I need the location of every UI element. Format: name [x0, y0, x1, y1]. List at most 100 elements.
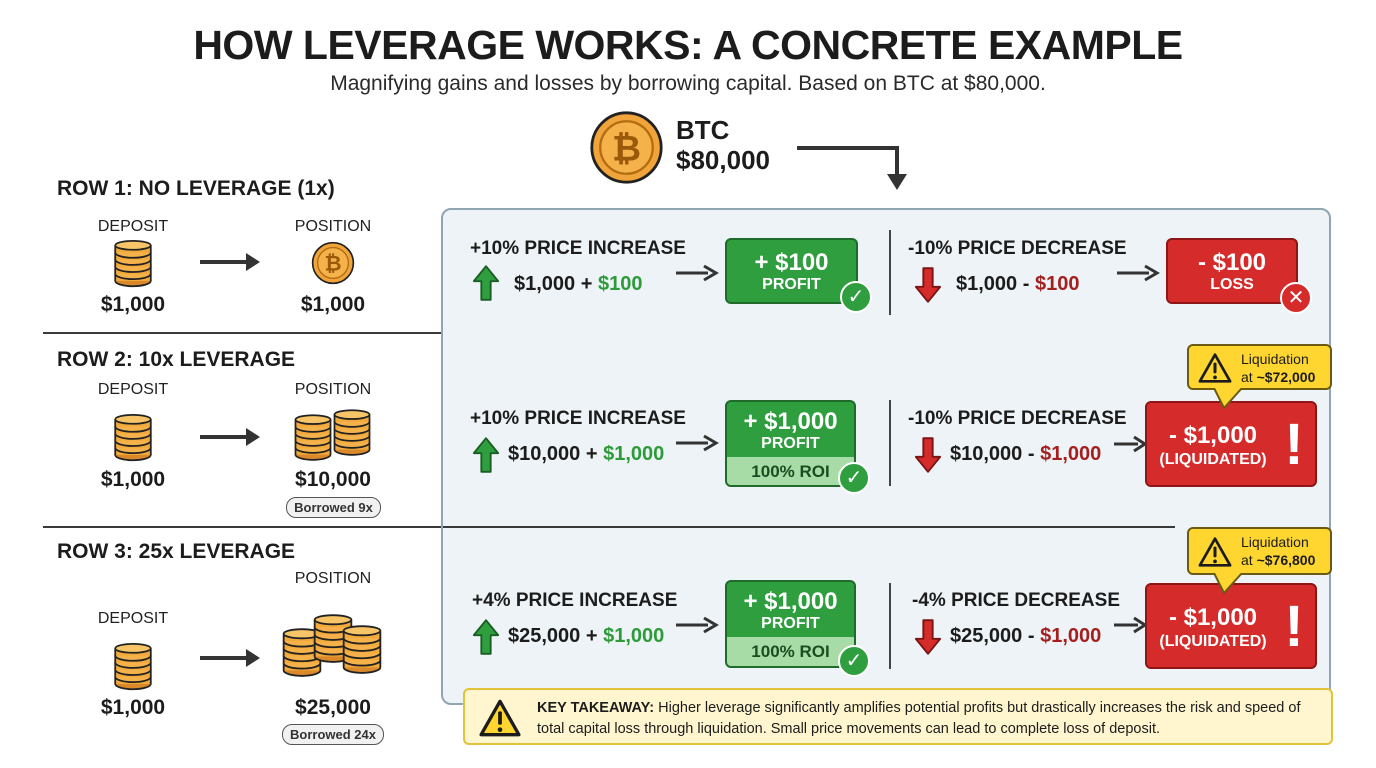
row1-arrow	[200, 253, 260, 271]
exclamation-icon: !	[1284, 594, 1304, 659]
row1-position-label: POSITION	[294, 218, 372, 235]
row3-arrow	[200, 649, 260, 667]
callout-tail	[1213, 388, 1243, 410]
coin-stack-icon	[340, 610, 384, 690]
panel-divider	[889, 230, 891, 315]
row3-up-arrow	[676, 616, 719, 634]
row1-title: ROW 1: NO LEVERAGE (1x)	[57, 177, 335, 200]
key-takeaway-box: KEY TAKEAWAY: Higher leverage significan…	[463, 688, 1333, 745]
row3-deposit-value: $1,000	[100, 696, 166, 719]
exclamation-icon: !	[1284, 412, 1304, 477]
row2-deposit-label: DEPOSIT	[97, 381, 169, 398]
row1-profit-amount: + $100	[754, 249, 829, 276]
row3-liquidated-box: - $1,000 (LIQUIDATED) !	[1145, 583, 1317, 669]
btc-connector-arrow	[797, 146, 907, 190]
row2-title: ROW 2: 10x LEVERAGE	[57, 348, 296, 371]
row3-down-title: -4% PRICE DECREASE	[912, 590, 1120, 611]
coin-stack-icon	[110, 643, 156, 691]
row3-down-calc: $25,000 - $1,000	[950, 625, 1102, 647]
row1-down-title: -10% PRICE DECREASE	[908, 238, 1127, 259]
liquidation-price: ~$72,000	[1256, 368, 1316, 385]
row2-liquidated-box: - $1,000 (LIQUIDATED) !	[1145, 401, 1317, 487]
row2-down-title: -10% PRICE DECREASE	[908, 408, 1127, 429]
row1-down-arrow	[1117, 264, 1160, 282]
row2-position-label: POSITION	[294, 381, 372, 398]
row3-borrowed-badge: Borrowed 24x	[282, 724, 384, 745]
cross-icon: ✕	[1280, 282, 1312, 314]
row-divider	[443, 526, 1175, 528]
liquidation-at: at	[1241, 551, 1253, 568]
warning-icon	[477, 698, 523, 738]
red-down-arrow-icon	[914, 618, 942, 656]
row1-profit-box: + $100 PROFIT	[725, 238, 858, 304]
row3-down-arrow	[1114, 616, 1148, 634]
row2-down-calc: $10,000 - $1,000	[950, 443, 1102, 465]
row2-down-arrow	[1114, 435, 1148, 453]
row3-loss-label: (LIQUIDATED)	[1159, 633, 1267, 650]
green-up-arrow-icon	[472, 436, 500, 474]
row2-up-arrow	[676, 434, 719, 452]
liquidation-label: Liquidation	[1241, 534, 1309, 550]
check-icon: ✓	[838, 645, 870, 677]
page-subtitle: Magnifying gains and losses by borrowing…	[330, 72, 1046, 95]
row3-position-label: POSITION	[294, 570, 372, 587]
row2-borrowed-badge: Borrowed 9x	[286, 497, 381, 518]
green-up-arrow-icon	[472, 264, 500, 302]
row2-loss-amount: - $1,000	[1168, 422, 1258, 449]
row3-roi: 100% ROI	[727, 636, 854, 666]
row2-deposit-value: $1,000	[100, 468, 166, 491]
coin-stack-icon	[110, 414, 156, 462]
key-takeaway-text: KEY TAKEAWAY: Higher leverage significan…	[537, 700, 1301, 737]
row2-profit-box: + $1,000 PROFIT 100% ROI	[725, 400, 856, 487]
row3-up-calc: $25,000 + $1,000	[508, 625, 665, 647]
row3-title: ROW 3: 25x LEVERAGE	[57, 540, 296, 563]
row1-loss-box: - $100 LOSS	[1166, 238, 1298, 304]
bitcoin-coin-icon	[589, 110, 664, 185]
row3-position-value: $25,000	[295, 696, 371, 719]
row1-up-calc: $1,000 + $100	[514, 273, 643, 295]
row2-up-calc: $10,000 + $1,000	[508, 443, 665, 465]
btc-price: $80,000	[676, 145, 770, 175]
btc-symbol: BTC	[676, 115, 730, 145]
red-down-arrow-icon	[914, 436, 942, 474]
bitcoin-coin-icon	[311, 241, 355, 285]
row2-arrow	[200, 428, 260, 446]
row2-position-value: $10,000	[295, 468, 371, 491]
coin-stack-icon	[331, 403, 373, 463]
row3-loss-amount: - $1,000	[1168, 604, 1258, 631]
row3-profit-box: + $1,000 PROFIT 100% ROI	[725, 580, 856, 668]
row1-position-value: $1,000	[300, 293, 366, 316]
row1-up-title: +10% PRICE INCREASE	[470, 238, 686, 259]
row2-roi: 100% ROI	[727, 456, 854, 485]
row1-deposit-label: DEPOSIT	[97, 218, 169, 235]
row2-profit-label: PROFIT	[761, 435, 820, 453]
row3-up-title: +4% PRICE INCREASE	[472, 590, 678, 611]
row1-loss-label: LOSS	[1210, 276, 1254, 294]
row2-loss-label: (LIQUIDATED)	[1159, 451, 1267, 468]
warning-icon	[1197, 352, 1233, 384]
liquidation-at: at	[1241, 368, 1253, 385]
liquidation-price: ~$76,800	[1256, 551, 1316, 568]
row1-up-arrow	[676, 264, 719, 282]
row1-down-calc: $1,000 - $100	[956, 273, 1080, 295]
check-icon: ✓	[838, 462, 870, 494]
row2-up-title: +10% PRICE INCREASE	[470, 408, 686, 429]
row3-profit-label: PROFIT	[761, 615, 820, 633]
warning-icon	[1197, 536, 1233, 568]
check-icon: ✓	[840, 281, 872, 313]
panel-divider	[889, 400, 891, 486]
red-down-arrow-icon	[914, 266, 942, 304]
row3-deposit-label: DEPOSIT	[97, 610, 169, 627]
coin-stack-icon	[292, 413, 334, 463]
row1-deposit-value: $1,000	[100, 293, 166, 316]
coin-stack-icon	[110, 240, 156, 288]
row1-profit-label: PROFIT	[762, 276, 821, 294]
row2-profit-amount: + $1,000	[743, 408, 838, 435]
green-up-arrow-icon	[472, 618, 500, 656]
row3-profit-amount: + $1,000	[743, 588, 838, 615]
liquidation-label: Liquidation	[1241, 351, 1309, 367]
callout-tail	[1213, 573, 1243, 595]
row1-loss-amount: - $100	[1197, 249, 1267, 276]
